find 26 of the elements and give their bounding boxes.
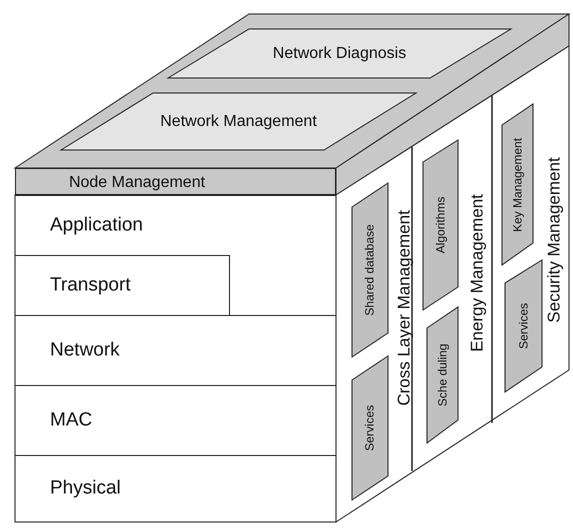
layer-label: Application [50,215,143,236]
function-block [505,260,542,392]
rotated-label: Energy Management [468,194,488,352]
function-block [423,140,458,310]
function-panel [61,93,416,150]
rotated-label: Services [516,303,530,349]
rotated-label: Algorithms [434,196,448,254]
panel-label: Network Diagnosis [272,44,406,62]
management-band [15,168,336,195]
rotated-label: Shared database [363,224,377,316]
function-block [352,356,388,500]
layer-label: Physical [50,478,121,500]
function-panel [168,29,511,78]
panel-label: Network Management [160,112,317,130]
rotated-label: Cross Layer Management [396,210,414,406]
rotated-label: Sche duling [436,344,450,406]
rotated-label: Key Management [510,137,524,232]
panel-label: Node Management [68,174,206,192]
layer-box [15,255,230,315]
rotated-label: Security Management [546,157,564,323]
function-block [352,183,388,357]
layer-label: MAC [50,410,92,431]
layer-label: Transport [50,275,131,296]
layer-label: Network [50,340,120,361]
function-block [427,307,458,443]
rotated-label: Services [363,405,377,451]
